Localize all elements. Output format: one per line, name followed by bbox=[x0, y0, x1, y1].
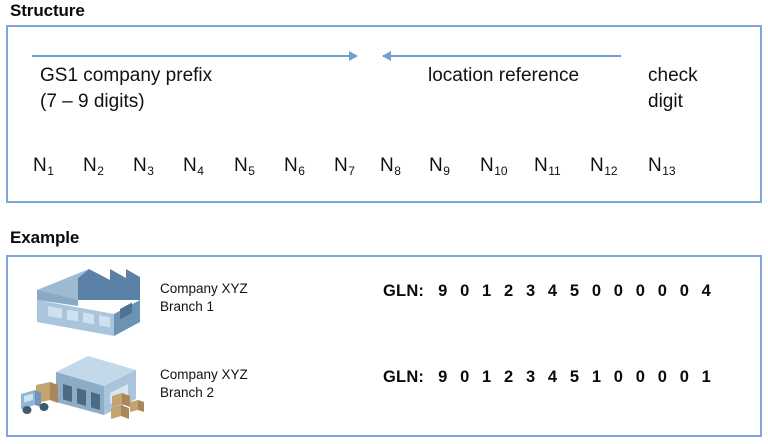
digit-position-index: 10 bbox=[494, 164, 508, 178]
gln-label: GLN: bbox=[383, 368, 425, 386]
digit-position-base: N bbox=[480, 155, 494, 176]
digit-position-index: 1 bbox=[47, 164, 54, 178]
digit-position-base: N bbox=[234, 155, 248, 176]
arrow-line bbox=[383, 55, 621, 57]
digit-position-N11: N11 bbox=[534, 155, 561, 178]
digit-position-base: N bbox=[590, 155, 604, 176]
digit-position-base: N bbox=[284, 155, 298, 176]
digit-position-N10: N10 bbox=[480, 155, 508, 178]
location-reference-arrow bbox=[382, 50, 621, 62]
digit-position-base: N bbox=[534, 155, 548, 176]
example-section-heading: Example bbox=[10, 228, 80, 247]
digit-position-N12: N12 bbox=[590, 155, 618, 178]
gln-value: GLN: 9 0 1 2 3 4 5 1 0 0 0 0 1 bbox=[383, 368, 715, 387]
gln-label: GLN: bbox=[383, 282, 425, 300]
digit-position-index: 11 bbox=[548, 164, 561, 178]
digit-position-N1: N1 bbox=[33, 155, 54, 178]
example-row: Company XYZ Branch 1 GLN: 9 0 1 2 3 4 5 0… bbox=[0, 266, 756, 340]
digit-position-N8: N8 bbox=[380, 155, 401, 178]
digit-position-base: N bbox=[648, 155, 662, 176]
structure-section-heading: Structure bbox=[10, 1, 85, 20]
digit-position-index: 9 bbox=[443, 164, 450, 178]
digit-position-N6: N6 bbox=[284, 155, 305, 178]
gln-digits: 9 0 1 2 3 4 5 1 0 0 0 0 1 bbox=[438, 368, 715, 386]
digit-position-base: N bbox=[133, 155, 147, 176]
digit-position-base: N bbox=[429, 155, 443, 176]
arrow-line bbox=[32, 55, 357, 57]
digit-position-N4: N4 bbox=[183, 155, 204, 178]
digit-position-base: N bbox=[83, 155, 97, 176]
digit-position-N7: N7 bbox=[334, 155, 355, 178]
digit-position-index: 6 bbox=[298, 164, 305, 178]
location-reference-label: location reference bbox=[428, 65, 580, 86]
digit-position-N9: N9 bbox=[429, 155, 450, 178]
digit-position-N3: N3 bbox=[133, 155, 154, 178]
company-name-label: Company XYZ Branch 1 bbox=[160, 281, 248, 314]
digit-position-index: 12 bbox=[604, 164, 618, 178]
warehouse-truck-icon bbox=[14, 352, 150, 426]
digit-position-base: N bbox=[33, 155, 47, 176]
digit-position-N5: N5 bbox=[234, 155, 255, 178]
check-digit-label: check digit bbox=[648, 65, 698, 112]
digit-position-index: 3 bbox=[147, 164, 154, 178]
digit-position-base: N bbox=[183, 155, 197, 176]
arrow-head-right-icon bbox=[349, 51, 358, 61]
digit-position-base: N bbox=[334, 155, 348, 176]
company-name-label: Company XYZ Branch 2 bbox=[160, 367, 248, 400]
example-row: Company XYZ Branch 2 GLN: 9 0 1 2 3 4 5 1… bbox=[0, 352, 756, 426]
digit-position-N2: N2 bbox=[83, 155, 104, 178]
digit-position-index: 5 bbox=[248, 164, 255, 178]
digit-position-index: 8 bbox=[394, 164, 401, 178]
digit-position-index: 7 bbox=[348, 164, 355, 178]
digit-position-index: 4 bbox=[197, 164, 204, 178]
gln-digits: 9 0 1 2 3 4 5 0 0 0 0 0 4 bbox=[438, 282, 715, 300]
digit-position-base: N bbox=[380, 155, 394, 176]
gs1-company-prefix-arrow bbox=[32, 50, 358, 62]
gs1-company-prefix-label: GS1 company prefix (7 – 9 digits) bbox=[40, 65, 213, 112]
digit-position-index: 2 bbox=[97, 164, 104, 178]
gln-value: GLN: 9 0 1 2 3 4 5 0 0 0 0 0 4 bbox=[383, 282, 715, 301]
digit-position-N13: N13 bbox=[648, 155, 676, 178]
factory-icon bbox=[14, 266, 150, 340]
digit-position-index: 13 bbox=[662, 164, 676, 178]
arrow-head-left-icon bbox=[382, 51, 391, 61]
